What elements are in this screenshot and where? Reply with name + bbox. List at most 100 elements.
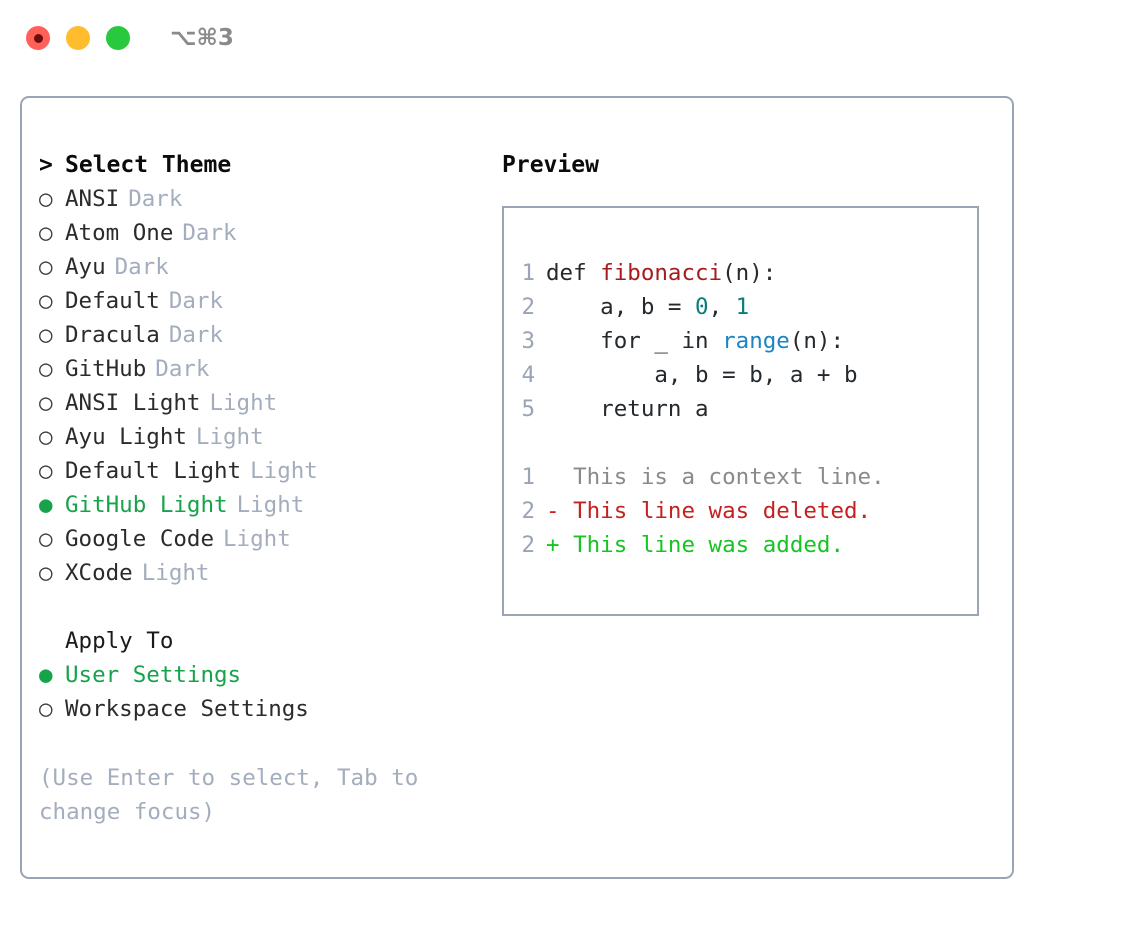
theme-option-dracula[interactable]: ○ Dracula Dark <box>39 318 469 352</box>
theme-option-xcode[interactable]: ○ XCode Light <box>39 556 469 590</box>
code-token-plain: (n): <box>722 260 777 286</box>
select-theme-heading: > Select Theme <box>39 148 469 182</box>
theme-variant-tag: Light <box>250 458 318 484</box>
keyboard-shortcut-label: ⌥⌘3 <box>170 25 234 51</box>
code-line: 1 def fibonacci(n): <box>504 256 977 290</box>
theme-option-github-light[interactable]: ● GitHub Light Light <box>39 488 469 522</box>
theme-variant-tag: Dark <box>168 288 224 314</box>
code-token-plain: def <box>546 260 601 286</box>
close-icon <box>33 33 43 43</box>
theme-variant-tag: Dark <box>114 254 169 280</box>
theme-variant-tag: Light <box>141 560 210 586</box>
theme-option-label: Default <box>65 288 160 314</box>
theme-option-label: Default Light <box>65 458 242 484</box>
code-line-content: for _ in range(n): <box>546 324 844 358</box>
code-line: 2 a, b = 0, 1 <box>504 290 977 324</box>
diff-line-content: + This line was added. <box>546 532 845 558</box>
code-token-plain: a, b = <box>546 294 696 320</box>
diff-sample-block: 1 This is a context line. 2 - This line wa… <box>504 460 977 562</box>
radio-unselected-icon: ○ <box>39 424 53 450</box>
apply-to-option-user-settings[interactable]: ●User Settings <box>39 658 469 692</box>
code-line-content: return a <box>546 392 709 426</box>
theme-option-label: Ayu <box>65 254 106 280</box>
diff-line-added: 2 + This line was added. <box>504 528 977 562</box>
theme-variant-tag: Dark <box>155 356 210 382</box>
radio-unselected-icon: ○ <box>39 526 53 552</box>
theme-option-label: Ayu Light <box>65 424 187 450</box>
theme-variant-tag: Dark <box>168 322 224 348</box>
code-line-number: 5 <box>521 396 535 422</box>
diff-line-number: 2 <box>521 532 535 558</box>
theme-option-ansi-light[interactable]: ○ ANSI Light Light <box>39 386 469 420</box>
radio-unselected-icon: ○ <box>39 220 53 246</box>
radio-unselected-icon: ○ <box>39 560 53 586</box>
apply-to-heading: Apply To <box>65 628 174 654</box>
radio-unselected-icon: ○ <box>39 356 53 382</box>
radio-unselected-icon: ○ <box>39 696 53 722</box>
code-token-num: 1 <box>735 294 750 320</box>
apply-to-section: Apply To ●User Settings ○ Workspace Settin… <box>39 624 469 726</box>
theme-variant-tag: Dark <box>128 186 183 212</box>
radio-selected-icon: ● <box>39 492 53 518</box>
code-token-plain: (n): <box>789 328 845 354</box>
theme-option-label: ANSI Light <box>65 390 201 416</box>
radio-unselected-icon: ○ <box>39 186 53 212</box>
preview-heading: Preview <box>502 152 599 178</box>
theme-option-label: ANSI <box>65 186 120 212</box>
code-token-call: range <box>722 328 790 354</box>
code-token-plain: return a <box>546 396 709 422</box>
code-diff-separator <box>504 426 977 460</box>
apply-to-option-label: Workspace Settings <box>65 696 309 722</box>
theme-option-label: Dracula <box>65 322 160 348</box>
maximize-window-button[interactable] <box>106 26 130 50</box>
code-line-content: a, b = 0, 1 <box>546 290 749 324</box>
code-line: 5 return a <box>504 392 977 426</box>
window-titlebar: ⌥⌘3 <box>0 0 1140 76</box>
code-line: 3 for _ in range(n): <box>504 324 977 358</box>
diff-line-number: 2 <box>521 498 535 524</box>
diff-line-number: 1 <box>521 464 535 490</box>
theme-variant-tag: Light <box>223 526 291 552</box>
theme-option-label: GitHub <box>65 356 147 382</box>
keyboard-hint-text: (Use Enter to select, Tab to change focu… <box>39 765 419 825</box>
theme-option-label: GitHub Light <box>65 492 228 518</box>
theme-variant-tag: Light <box>195 424 264 450</box>
select-theme-title: Select Theme <box>65 152 232 178</box>
radio-unselected-icon: ○ <box>39 458 53 484</box>
theme-option-default-light[interactable]: ○ Default Light Light <box>39 454 469 488</box>
theme-variant-tag: Light <box>209 390 278 416</box>
code-line-content: def fibonacci(n): <box>546 256 776 290</box>
caret-icon: > <box>39 152 53 178</box>
theme-option-label: XCode <box>65 560 133 586</box>
code-token-fn: fibonacci <box>600 260 723 286</box>
diff-line-content: - This line was deleted. <box>546 498 872 524</box>
apply-to-option-workspace-settings[interactable]: ○ Workspace Settings <box>39 692 469 726</box>
code-token-plain: , <box>708 294 736 320</box>
code-line: 4 a, b = b, a + b <box>504 358 977 392</box>
code-line-number: 2 <box>521 294 535 320</box>
theme-option-ayu-light[interactable]: ○ Ayu Light Light <box>39 420 469 454</box>
apply-to-options-list: ●User Settings ○ Workspace Settings <box>39 658 469 726</box>
radio-unselected-icon: ○ <box>39 254 53 280</box>
diff-line-content: This is a context line. <box>546 464 885 490</box>
theme-variant-tag: Dark <box>182 220 237 246</box>
radio-unselected-icon: ○ <box>39 322 53 348</box>
radio-selected-icon: ● <box>39 662 53 688</box>
theme-variant-tag: Light <box>236 492 305 518</box>
close-window-button[interactable] <box>26 26 50 50</box>
theme-option-github[interactable]: ○ GitHub Dark <box>39 352 469 386</box>
theme-option-ayu[interactable]: ○ Ayu Dark <box>39 250 469 284</box>
code-line-number: 1 <box>521 260 535 286</box>
minimize-window-button[interactable] <box>66 26 90 50</box>
radio-unselected-icon: ○ <box>39 390 53 416</box>
theme-option-ansi[interactable]: ○ ANSI Dark <box>39 182 469 216</box>
